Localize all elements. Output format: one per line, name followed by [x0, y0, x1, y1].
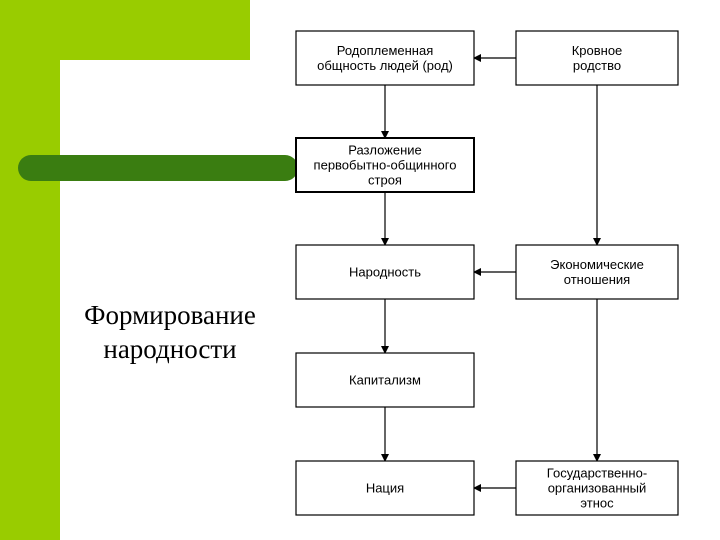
node-box — [515, 460, 679, 516]
node-label: первобытно-общинного — [314, 158, 457, 173]
slide-title-line-1: Формирование — [84, 300, 256, 330]
node-label: Родоплеменная — [337, 43, 434, 58]
node-box — [295, 352, 475, 408]
node-label: Капитализм — [349, 373, 421, 388]
node-label: Государственно- — [547, 466, 647, 481]
node-label: организованный — [548, 481, 647, 496]
node-box — [295, 137, 475, 193]
node-label: родство — [573, 58, 621, 73]
node-box — [515, 30, 679, 86]
node-label: Нация — [366, 481, 404, 496]
node-kapitalizm: Капитализм — [295, 352, 475, 408]
node-box — [515, 244, 679, 300]
node-label: этнос — [580, 496, 614, 511]
node-label: Разложение — [348, 143, 422, 158]
node-label: Экономические — [550, 257, 644, 272]
node-label: Кровное — [572, 43, 623, 58]
node-label: общность людей (род) — [317, 58, 453, 73]
node-natsiya: Нация — [295, 460, 475, 516]
slide-title-line-2: народности — [103, 334, 237, 364]
green-top-band — [60, 0, 250, 60]
node-box — [295, 30, 475, 86]
node-box — [295, 244, 475, 300]
dark-green-stripe — [18, 155, 298, 181]
green-side-bar — [0, 0, 60, 540]
edges-layer — [381, 54, 601, 492]
slide-title: Формирование народности — [64, 298, 276, 366]
node-label: Народность — [349, 265, 421, 280]
node-label: строя — [368, 173, 402, 188]
node-label: отношения — [564, 272, 630, 287]
node-box — [295, 460, 475, 516]
node-narodnost: Народность — [295, 244, 475, 300]
